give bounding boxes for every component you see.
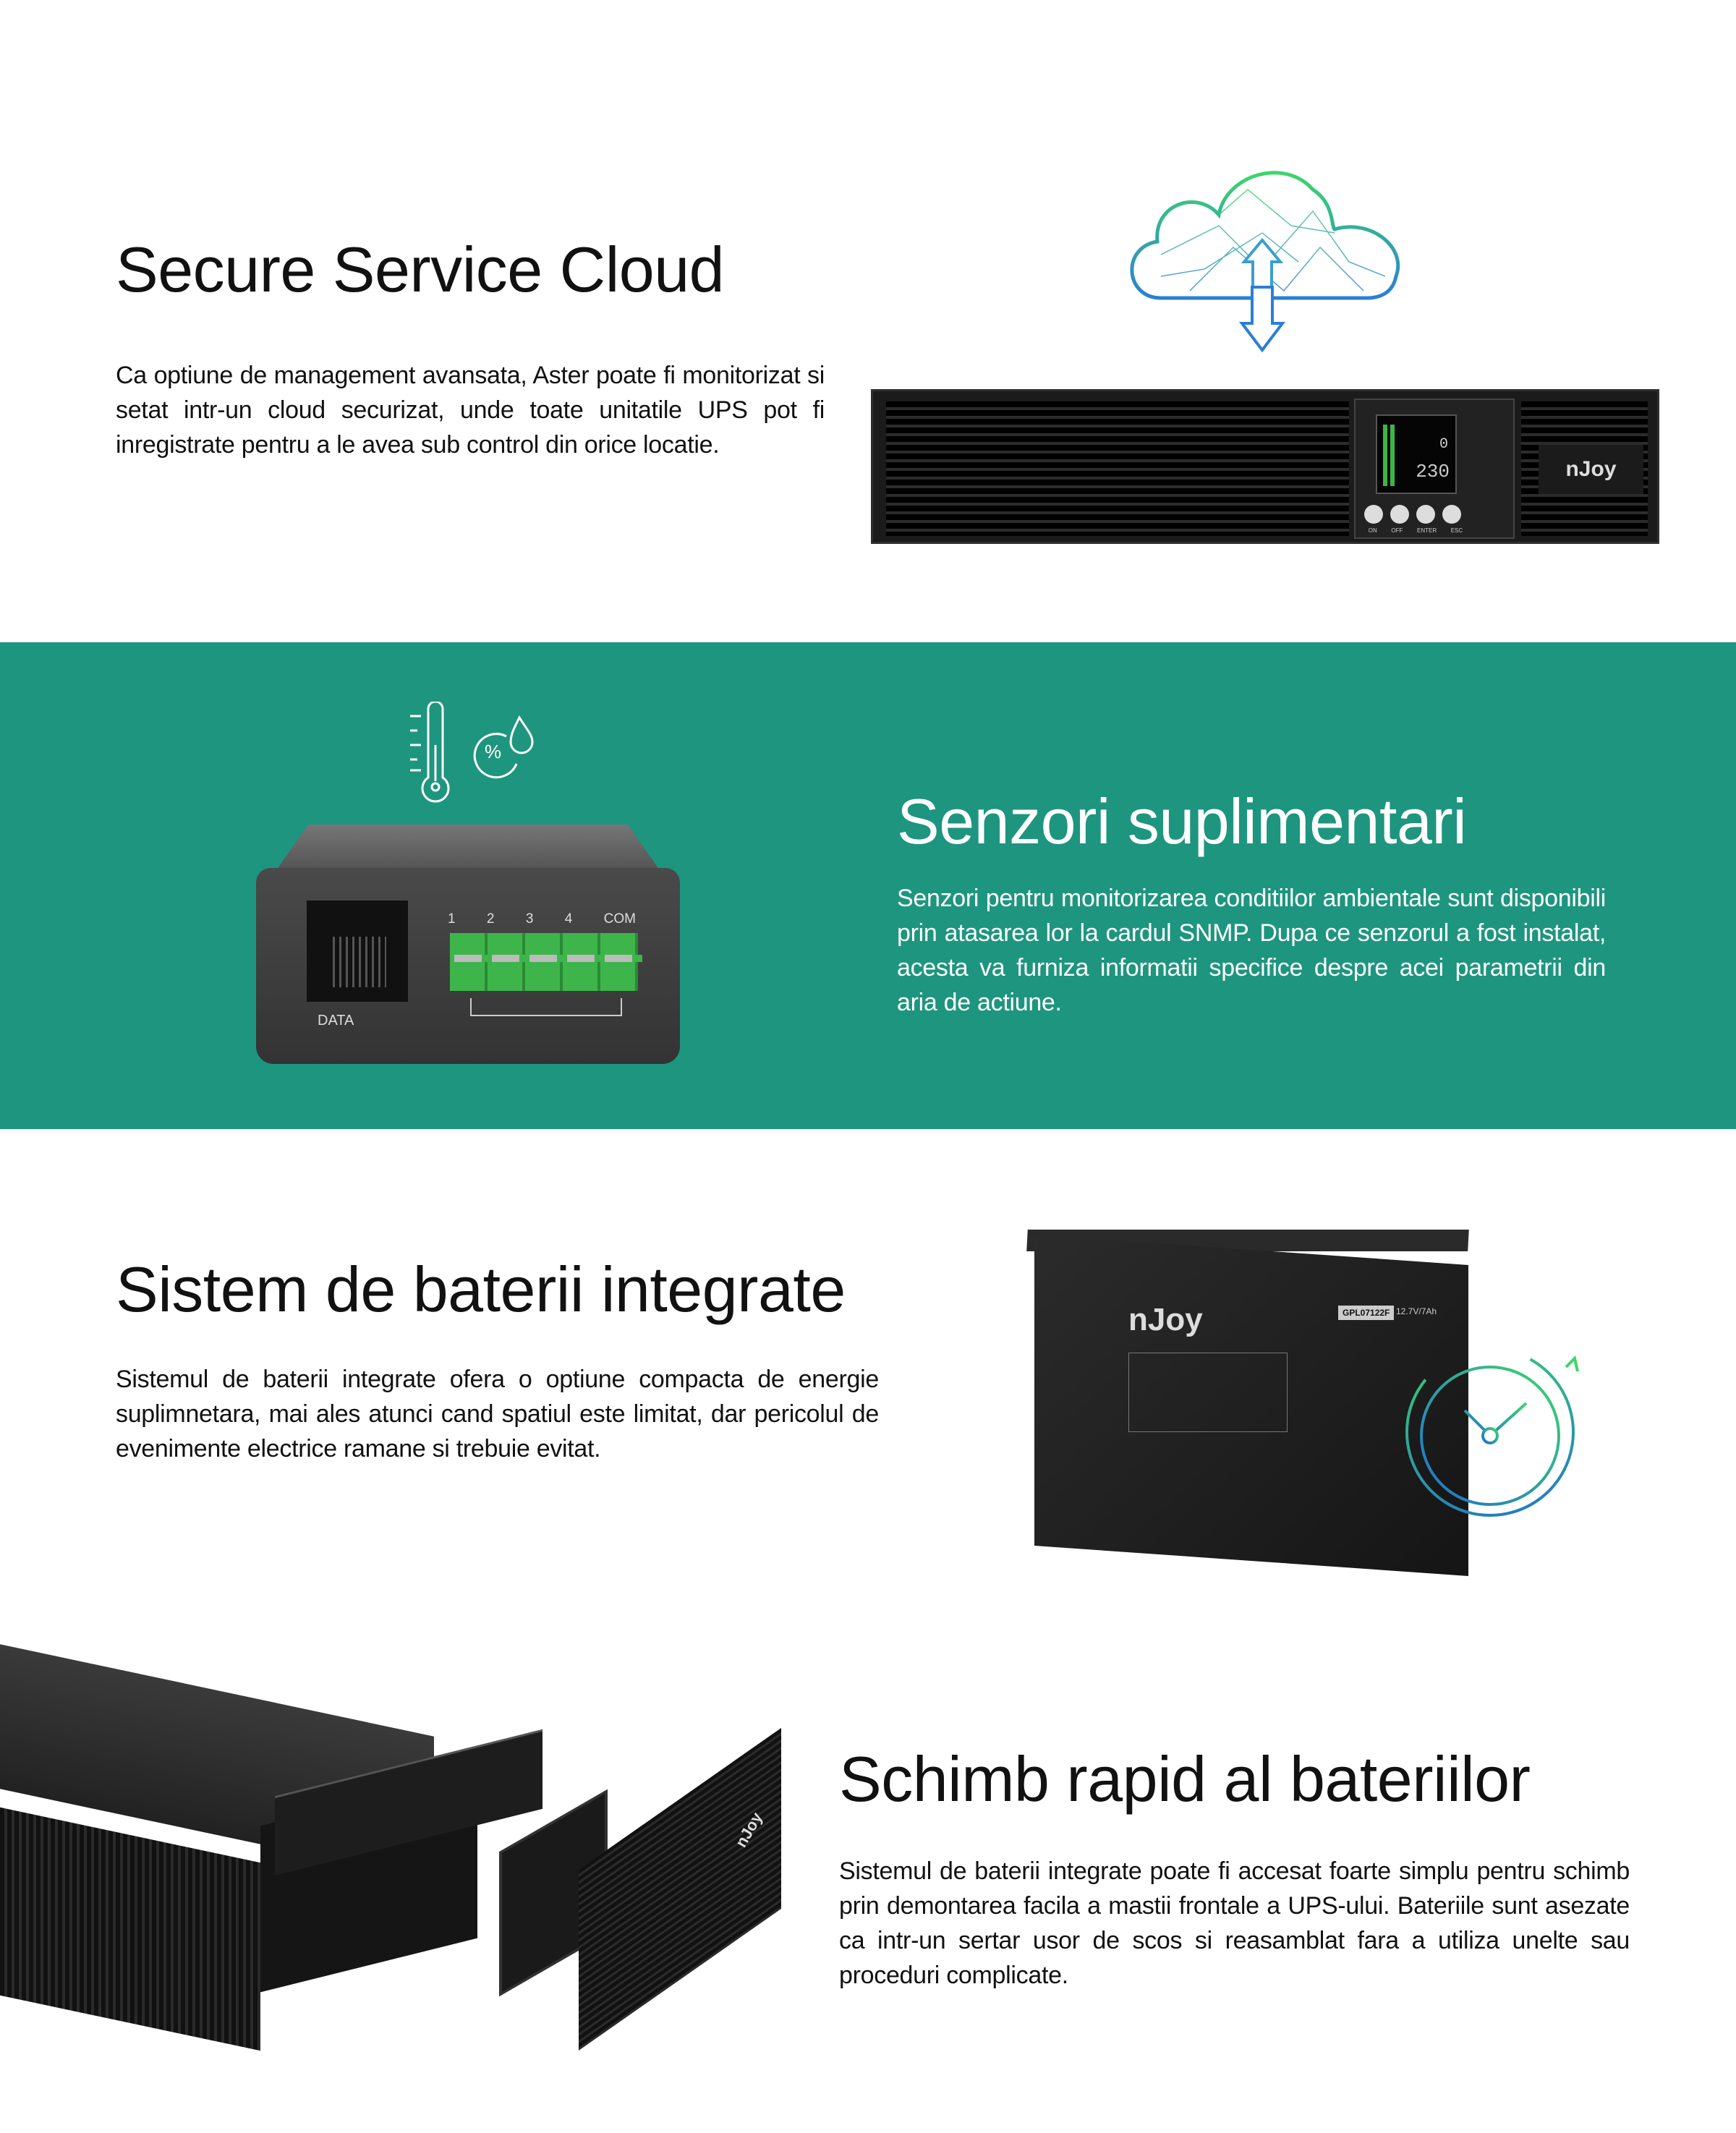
ups-front-image: 0 230 ON OFF ENTER ESC nJoy (871, 389, 1659, 544)
control-panel: 0 230 ON OFF ENTER ESC (1354, 399, 1515, 539)
terminal-label: 4 (564, 911, 573, 927)
section-title: Sistem de baterii integrate (116, 1253, 846, 1325)
cloud-icon (1130, 171, 1400, 353)
battery-image: nJoy GPL07122F 12.7V/7Ah (1026, 1230, 1476, 1576)
rj-port (307, 901, 408, 1002)
terminal-block (450, 933, 642, 991)
section-title: Senzori suplimentari (897, 785, 1467, 857)
ups-disassembled-image: nJoy (0, 1632, 788, 2095)
thermometer-icon (410, 702, 450, 803)
enter-button[interactable] (1416, 505, 1435, 524)
terminal-label: COM (603, 911, 636, 927)
humidity-icon: % (473, 715, 534, 779)
terminal-label: 2 (486, 911, 495, 927)
sensor-device-image: DATA 1 2 3 4 COM (256, 825, 680, 1064)
battery-model: GPL07122F (1338, 1306, 1395, 1320)
button-label: ON (1368, 527, 1377, 534)
section-body: Senzori pentru monitorizarea conditiilor… (897, 885, 1606, 1016)
percent-symbol: % (485, 741, 501, 762)
button-label: ESC (1450, 527, 1463, 534)
battery-spec: 12.7V/7Ah (1396, 1306, 1437, 1316)
terminal-label: 1 (448, 911, 456, 927)
lcd-small-value: 0 (1439, 436, 1448, 453)
section-body: Ca optiune de management avansata, Aster… (116, 362, 825, 459)
section-title: Schimb rapid al bateriilor (839, 1743, 1531, 1815)
section-title: Secure Service Cloud (116, 234, 725, 305)
esc-button[interactable] (1442, 505, 1461, 524)
brand-logo: nJoy (1128, 1302, 1203, 1337)
port-label: DATA (318, 1013, 354, 1029)
section-body: Sistemul de baterii integrate poate fi a… (839, 1857, 1630, 1989)
section-sensors: % DATA 1 2 3 4 COM Senzori suplimentari … (0, 642, 1736, 1129)
lcd-display: 0 230 (1376, 414, 1457, 494)
brand-logo: nJoy (1539, 445, 1643, 494)
on-button[interactable] (1364, 505, 1383, 524)
button-label: ENTER (1416, 527, 1437, 534)
vent-grille (886, 401, 1349, 536)
clock-icon (1405, 1348, 1579, 1517)
terminal-label: 3 (525, 911, 534, 927)
section-body: Sistemul de baterii integrate ofera o op… (116, 1366, 879, 1463)
off-button[interactable] (1390, 505, 1409, 524)
button-label: OFF (1391, 527, 1403, 534)
lcd-voltage: 230 (1416, 461, 1450, 482)
